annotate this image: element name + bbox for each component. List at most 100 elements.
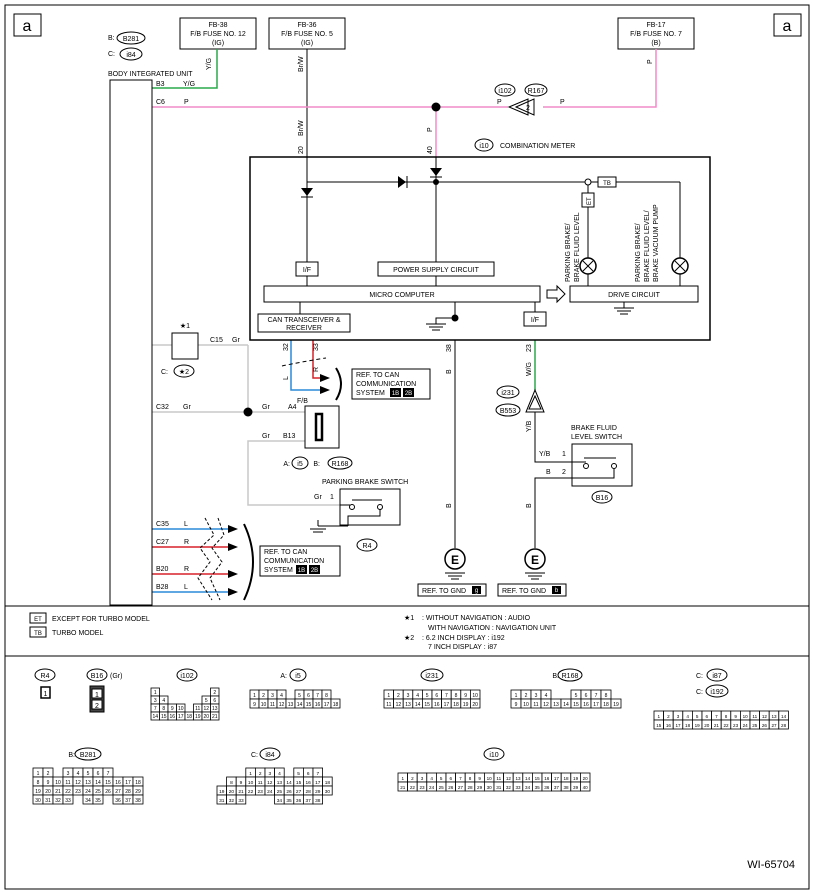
parking-switch-contact2: [377, 504, 383, 510]
connector-pin-number: 12: [543, 702, 549, 708]
et-box: [581, 192, 595, 208]
connector-pin-number: 33: [238, 798, 244, 804]
ref-can-upper-text: REF. TO CAN COMMUNICATION SYSTEM: [356, 372, 416, 397]
connector-pin-number: 20: [203, 714, 209, 720]
connector-pin-number: 1: [249, 771, 252, 777]
connector-pin-number: 14: [286, 780, 292, 786]
connector-pin-number: 11: [533, 702, 538, 708]
corner-tag-left-box: [13, 13, 42, 37]
gnd-e2-circle: [524, 548, 546, 570]
label-p-i102-left: P: [497, 99, 502, 106]
can-transceiver-box: [257, 313, 351, 333]
ref-can-lower-code2: 2B: [311, 568, 318, 574]
connector-pin-number: 17: [125, 780, 131, 786]
wire-gr-b13: [247, 440, 340, 506]
connector-pin-number: 9: [253, 702, 256, 708]
can-transceiver-line1: CAN TRANSCEIVER &: [268, 317, 341, 324]
ref-can-upper-code2-bg: [403, 388, 414, 397]
can-break: [281, 357, 327, 367]
connector-pin-number: 33: [515, 785, 521, 790]
ref-can-lower-text: REF. TO CAN COMMUNICATION SYSTEM: [264, 549, 324, 574]
connector-pin-number: 14: [297, 702, 303, 708]
connector-pin-number: 31: [219, 798, 225, 804]
connector-pin-number: 19: [463, 702, 469, 708]
micro-computer-label: MICRO COMPUTER: [369, 292, 434, 299]
face-i5-oval: [289, 668, 307, 682]
brake-fluid-box: [571, 443, 633, 487]
connector-pin: [322, 785, 333, 796]
ref-can-upper-code2: 2B: [405, 391, 412, 397]
meter-splice-38: [451, 314, 459, 322]
connector-pin-number: 16: [115, 780, 121, 786]
connector-pin-number: 32: [55, 798, 61, 804]
parking-switch-contact1: [349, 504, 355, 510]
vertical-wire-labels: Y/G Br/W Br/W P P 20 40 32 33 L R 38 B B…: [206, 56, 654, 508]
connector-pin-number: 30: [325, 789, 331, 795]
label-b-gnd2: B: [526, 503, 533, 508]
connector-pin-number: 8: [469, 776, 472, 781]
connector-pin-number: 18: [333, 702, 339, 708]
i231-arrow-inner: [528, 394, 542, 410]
connector-pin-number: 20: [229, 789, 235, 795]
connector-pin-number: 5: [205, 698, 208, 704]
pin-c35: C35: [156, 521, 169, 528]
connector-pin: [92, 794, 104, 805]
connector-pin-number: 13: [553, 702, 559, 708]
label-b-bfls: B: [546, 469, 551, 476]
connector-pin-number: 15: [161, 714, 167, 720]
ref-can-lower-code1-bg: [296, 565, 307, 574]
connector-pin-number: 2: [213, 690, 216, 696]
connector-pin-number: 9: [47, 780, 50, 786]
internal-grounds: [426, 302, 634, 331]
fuse-fb38-line3: (IG): [212, 40, 224, 47]
connector-pin-number: 9: [464, 693, 467, 699]
label-brw-mid: Br/W: [298, 120, 305, 136]
connector-pin-number: 14: [781, 714, 787, 719]
connector-pin-number: 26: [105, 789, 111, 795]
label-gr-a4-wire: Gr: [262, 404, 270, 411]
meter-ground-line: [435, 317, 455, 324]
brake-fluid-line2: LEVEL SWITCH: [571, 434, 622, 441]
connector-pin-number: 12: [279, 702, 285, 708]
connector-pin-number: 17: [593, 702, 599, 708]
connector-pin-number: 29: [477, 785, 483, 790]
connector-pin-number: 10: [248, 780, 254, 786]
connector-pin-number: 11: [496, 776, 501, 781]
connector-pin-number: 7: [595, 693, 598, 699]
connector-pin-number: 7: [154, 706, 157, 712]
connector-pin-number: 19: [219, 789, 225, 795]
connector-pin-number: 11: [65, 780, 70, 786]
corner-tag-left: a: [23, 18, 32, 35]
connector-pin-number: 30: [35, 798, 41, 804]
connector-pin-number: 23: [75, 789, 81, 795]
connector-pin-number: 17: [675, 723, 681, 728]
connector-pin-number: 22: [723, 723, 729, 728]
connector-pin-number: 35: [286, 798, 292, 804]
connector-pin-number: 2: [47, 771, 50, 777]
face-i87-title: i87: [712, 673, 721, 680]
label-yg-vert: Y/G: [206, 58, 213, 70]
connector-pin-number: 3: [154, 698, 157, 704]
connector-pin-number: 31: [45, 798, 51, 804]
if-box-top: [295, 261, 319, 277]
connector-pin-number: 10: [261, 702, 267, 708]
ref-gnd-label-2: REF. TO GND: [502, 588, 546, 595]
label-pin23: 23: [526, 344, 533, 352]
connector-pin-number: 13: [288, 702, 294, 708]
connector-pin-number: 16: [306, 780, 312, 786]
label-gr-c32: Gr: [183, 404, 191, 411]
connector-pin-number: 11: [752, 714, 757, 719]
label-fb: F/B: [297, 398, 308, 405]
connector-pin-number: 16: [315, 702, 321, 708]
connector-pin-number: 8: [230, 780, 233, 786]
label-p-i102-right: P: [560, 99, 565, 106]
face-b281-prefix: B:: [68, 752, 75, 759]
connector-pin-number: 27: [115, 789, 121, 795]
connector-pin-number: 16: [666, 723, 672, 728]
connector-pin-number: 6: [435, 693, 438, 699]
legend-star2-a: : 6.2 INCH DISPLAY : i192: [422, 635, 505, 642]
ref-can-lower-code1: 1B: [298, 568, 305, 574]
